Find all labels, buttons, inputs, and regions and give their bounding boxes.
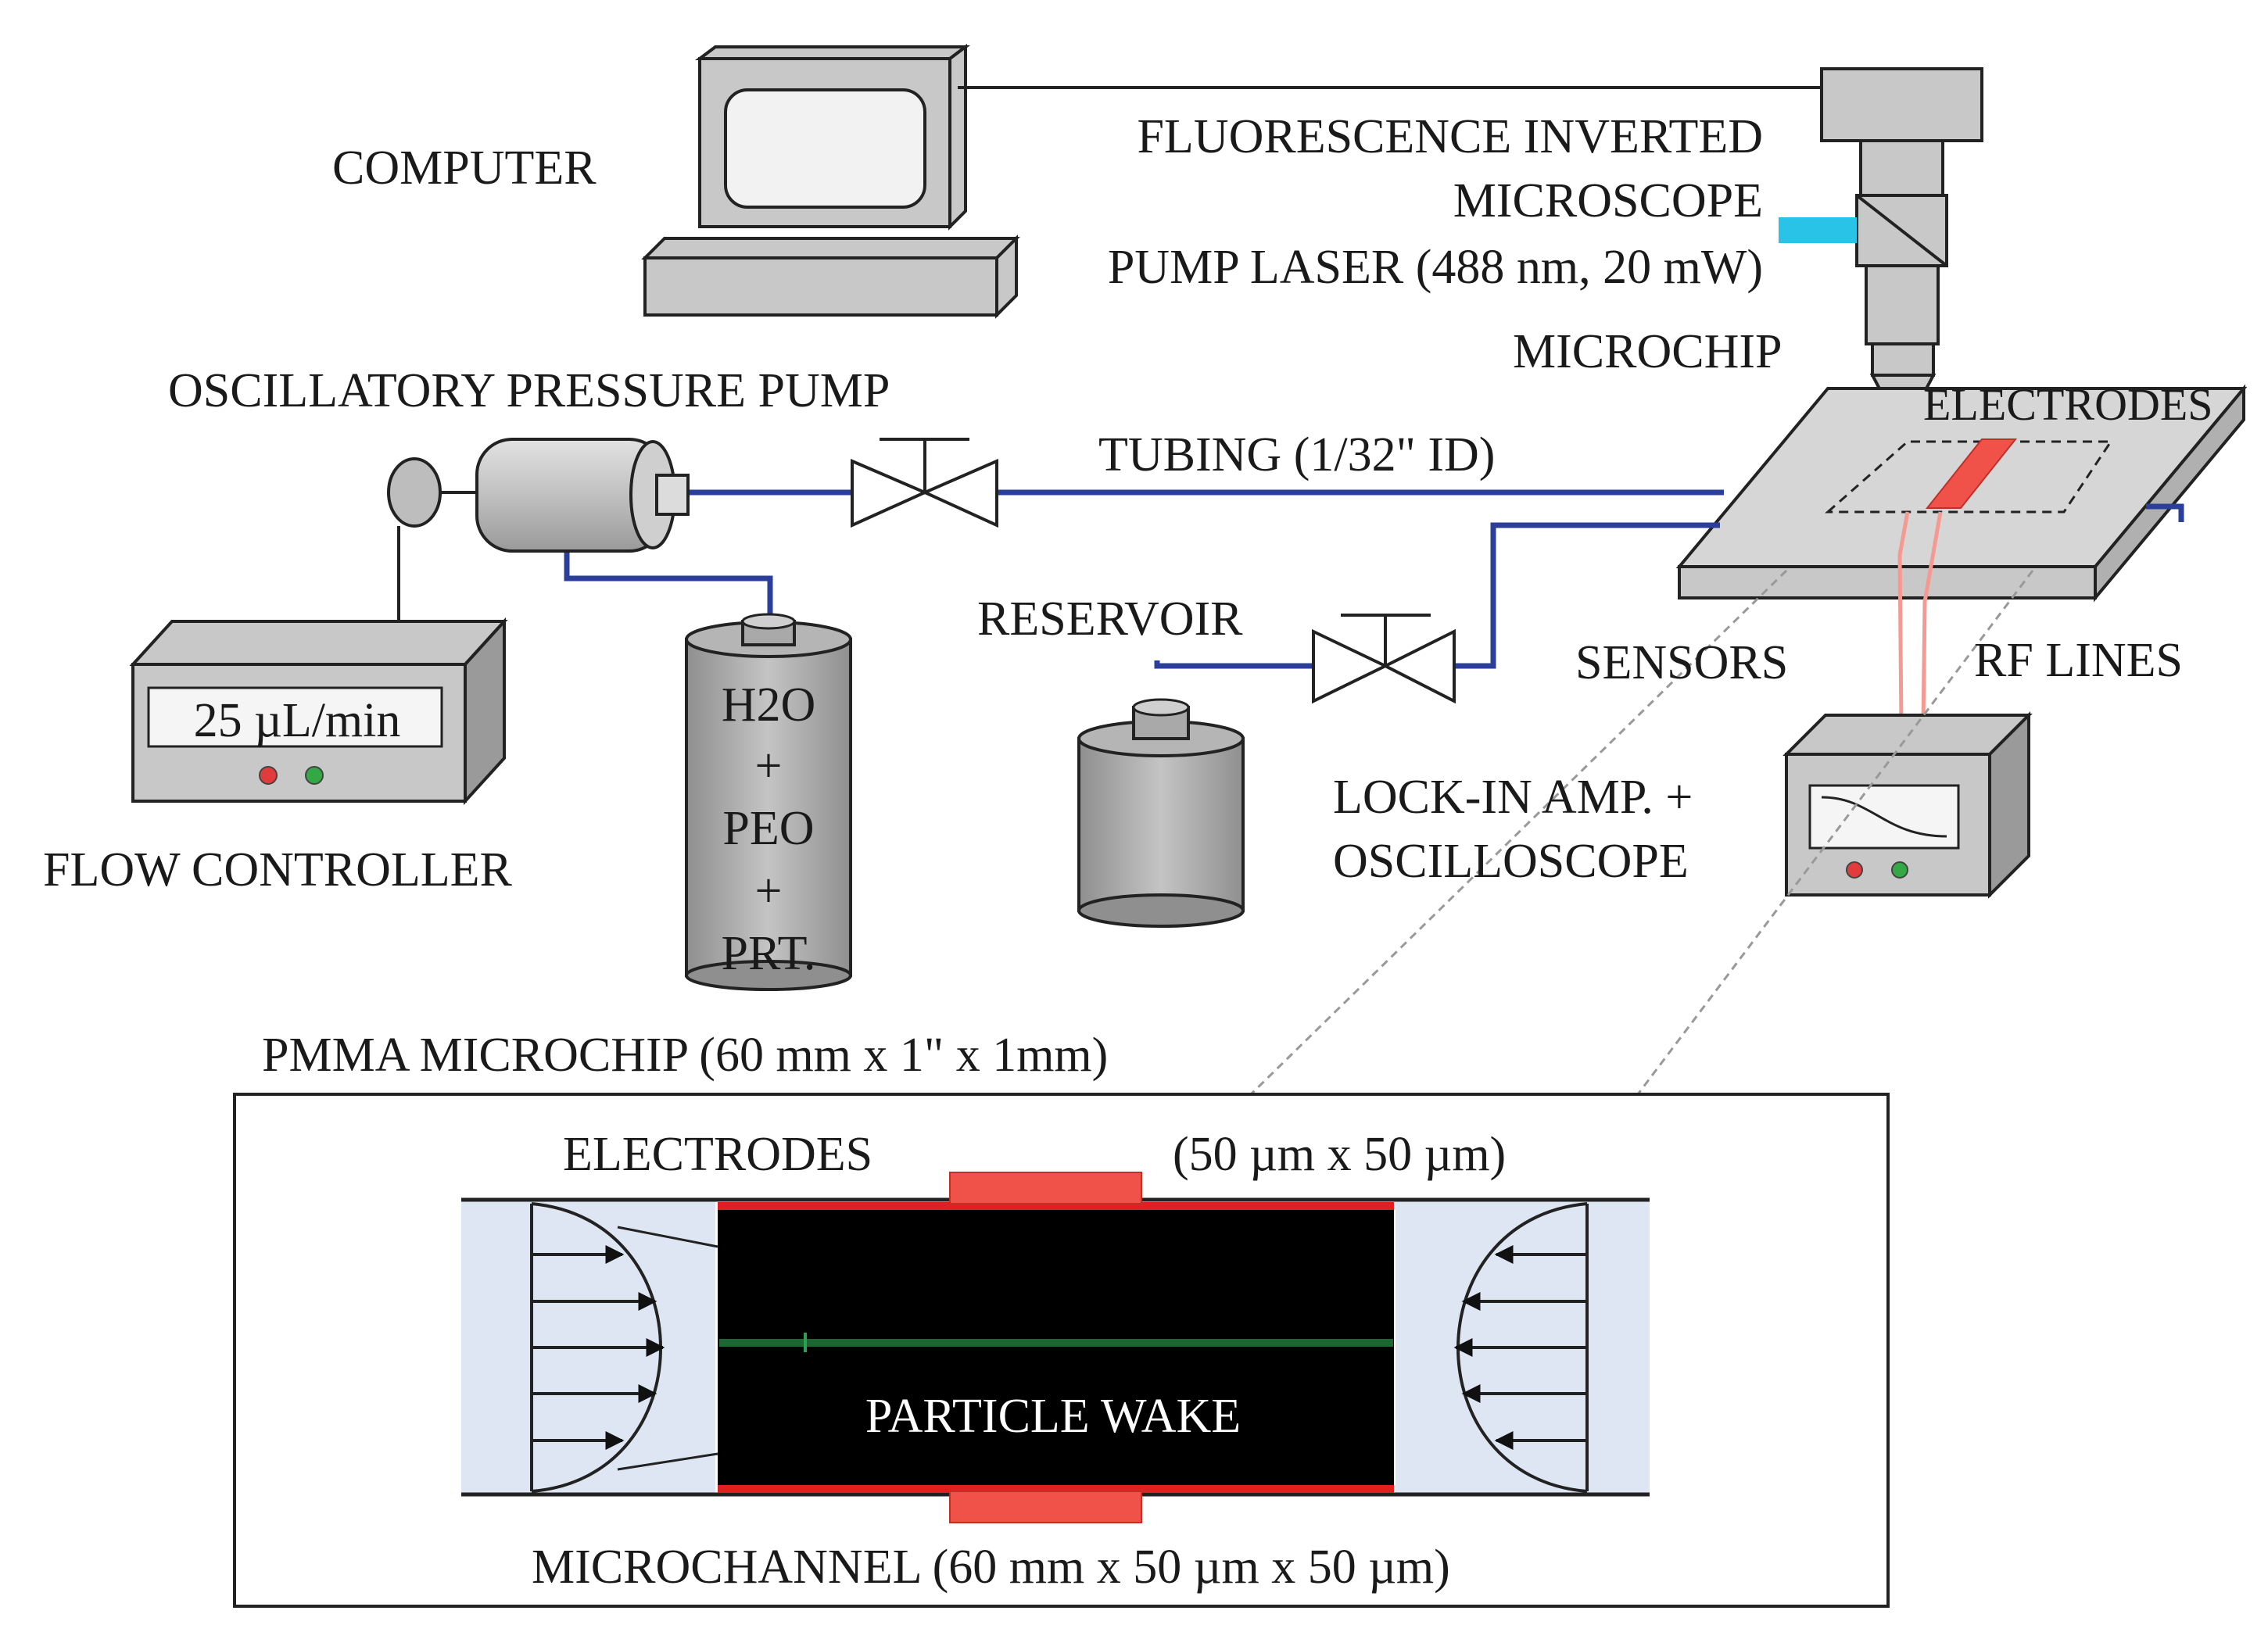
- computer-icon: [641, 44, 1020, 319]
- pump-laser-label: PUMP LASER (488 nm, 20 mW): [1108, 241, 1763, 294]
- computer-label: COMPUTER: [332, 141, 597, 195]
- electrodes-top-label: ELECTRODES: [1923, 379, 2213, 430]
- lockin-oscilloscope-icon: [1783, 711, 2033, 899]
- bottle-line-5: PRT.: [722, 927, 816, 980]
- microscope-label-line1: FLUORESCENCE INVERTED: [1137, 110, 1763, 163]
- flow-controller-label: FLOW CONTROLLER: [43, 843, 513, 897]
- sensors-label: SENSORS: [1575, 636, 1788, 689]
- microchannel-image: [718, 1202, 1394, 1493]
- chip-channel-outline: [1825, 440, 2113, 514]
- electrode-bottom: [949, 1491, 1142, 1523]
- zoom-line-left: [1249, 569, 1788, 1096]
- pmma-chip-label: PMMA MICROCHIP (60 mm x 1" x 1mm): [262, 1029, 1108, 1082]
- electrode-strip: [1925, 438, 2018, 509]
- bottle-line-1: H2O: [722, 678, 816, 732]
- electrode-top: [949, 1172, 1142, 1204]
- bottle-line-3: PEO: [722, 802, 814, 855]
- flow-profile-right: [1453, 1202, 1589, 1493]
- flow-profile-left: [530, 1202, 718, 1493]
- oscillatory-pump-icon: [387, 438, 690, 637]
- electrode-size-label: (50 µm x 50 µm): [1173, 1128, 1506, 1181]
- lockin-label-line2: OSCILLOSCOPE: [1333, 835, 1689, 888]
- zoom-line-right: [1636, 570, 2034, 1095]
- valve-2-icon: [1312, 614, 1456, 704]
- tubing-label: TUBING (1/32" ID): [1098, 428, 1495, 481]
- bottle-line-4: +: [755, 864, 783, 918]
- microchannel-label: MICROCHANNEL (60 mm x 50 µm x 50 µm): [532, 1541, 1450, 1594]
- particle-wake-label: PARTICLE WAKE: [865, 1390, 1241, 1443]
- microchip-label: MICROCHIP: [1513, 325, 1783, 378]
- rf-line-2: [1921, 511, 1943, 728]
- tubing: [564, 489, 2184, 669]
- microscope-label-line2: MICROSCOPE: [1453, 174, 1763, 227]
- electrode-edge-top: [718, 1202, 1394, 1210]
- reservoir-icon: [1077, 698, 1245, 928]
- sample-bottle-icon: [685, 613, 852, 991]
- microscope-icon: [1820, 67, 1983, 408]
- oscillatory-pump-label: OSCILLATORY PRESSURE PUMP: [168, 364, 890, 417]
- valve-1-icon: [851, 438, 998, 528]
- flow-rate-display: 25 µL/min: [194, 694, 401, 747]
- laser-beam: [1779, 217, 1857, 243]
- rf-line-1: [1897, 511, 1910, 728]
- flow-controller-icon: [129, 617, 508, 806]
- reservoir-label: RESERVOIR: [977, 592, 1243, 646]
- electrodes-detail-label: ELECTRODES: [563, 1128, 872, 1181]
- rf-lines-label: RF LINES: [1974, 634, 2183, 687]
- lockin-label-line1: LOCK-IN AMP. +: [1333, 771, 1693, 824]
- bottle-line-2: +: [755, 739, 783, 793]
- electrode-edge-bottom: [718, 1485, 1394, 1493]
